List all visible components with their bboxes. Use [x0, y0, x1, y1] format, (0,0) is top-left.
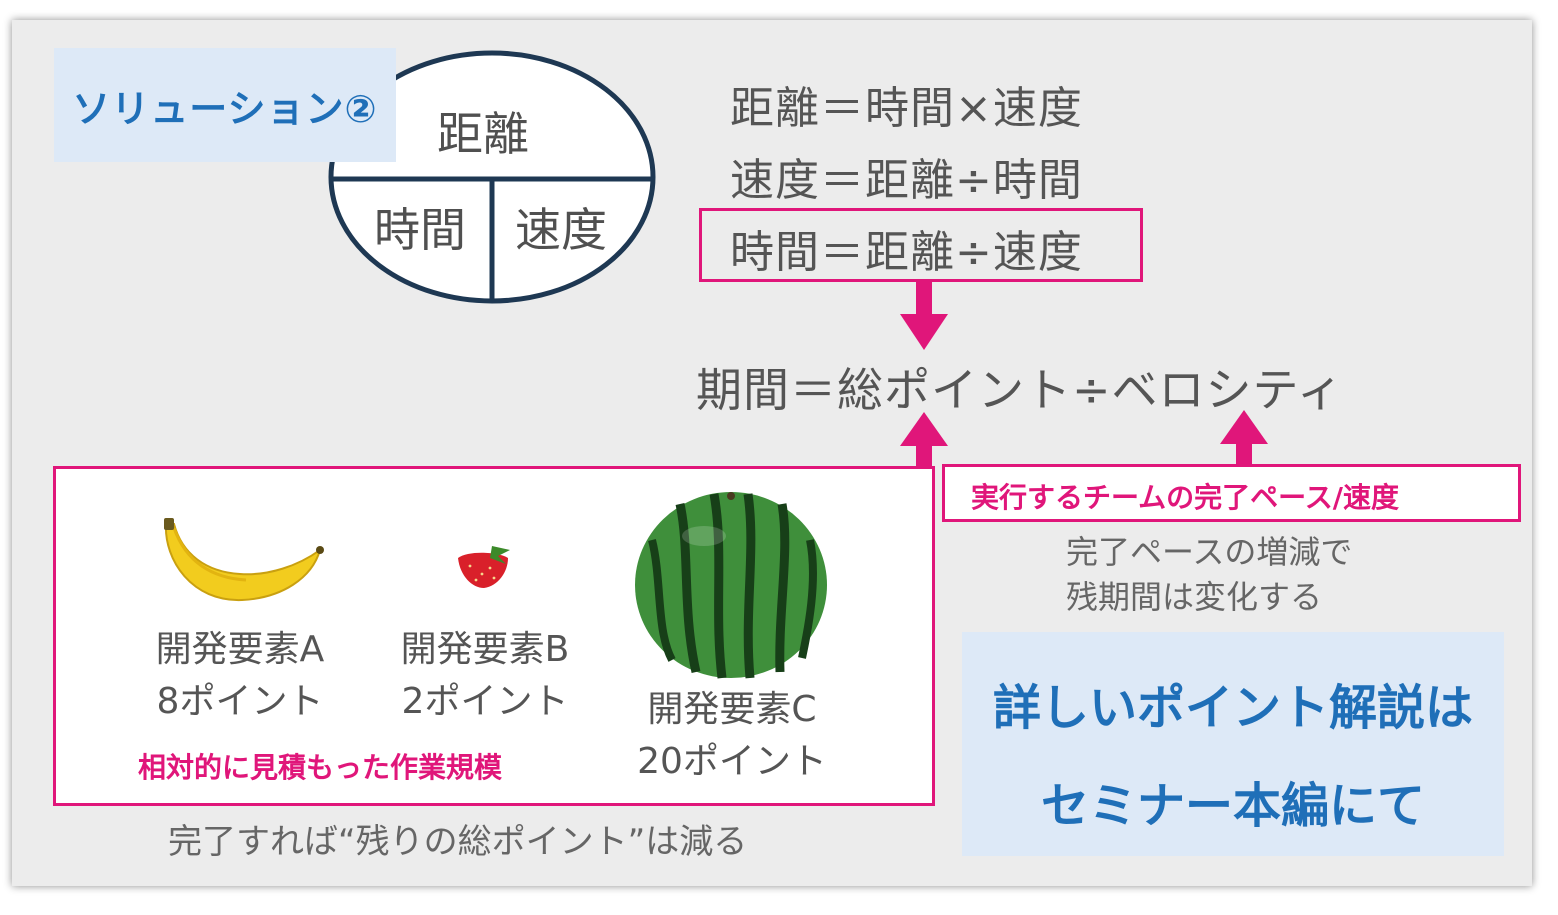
element-c: 開発要素C 20ポイント	[632, 684, 832, 788]
oval-speed-label: 速度	[515, 203, 607, 257]
watermelon-icon	[635, 492, 827, 679]
detail-line1: 詳しいポイント解説は	[992, 680, 1473, 736]
element-a-points: 8ポイント	[156, 681, 324, 722]
element-c-points: 20ポイント	[637, 741, 827, 782]
relative-estimate-note: 相対的に見積もった作業規模	[138, 751, 503, 784]
strawberry-icon	[458, 546, 510, 588]
period-formula: 期間＝総ポイント÷ベロシティ	[696, 363, 1344, 417]
solution-title-box: ソリューション②	[54, 48, 396, 162]
distance-time-speed-oval	[328, 50, 656, 304]
element-b-name: 開発要素B	[400, 629, 570, 670]
down-arrow-icon	[900, 280, 948, 350]
up-arrow-icon	[900, 412, 948, 468]
up-arrow-icon	[1220, 410, 1268, 466]
completion-note: 完了すれば“残りの総ポイント”は減る	[168, 822, 748, 862]
element-c-name: 開発要素C	[647, 689, 817, 730]
pace-label-box: 実行するチームの完了ペース/速度	[942, 464, 1521, 522]
pace-note-line2: 残期間は変化する	[1066, 578, 1323, 616]
element-a-name: 開発要素A	[155, 629, 325, 670]
formula-time: 時間＝距離÷速度	[730, 227, 1083, 278]
pace-label: 実行するチームの完了ペース/速度	[971, 481, 1399, 514]
element-a: 開発要素A 8ポイント	[150, 624, 330, 728]
oval-distance-label: 距離	[437, 107, 529, 161]
pace-note-line1: 完了ペースの増減で	[1066, 533, 1353, 571]
element-b: 開発要素B 2ポイント	[395, 624, 575, 728]
seminar-detail-box: 詳しいポイント解説は セミナー本編にて	[962, 632, 1504, 856]
element-b-points: 2ポイント	[401, 681, 569, 722]
detail-line2: セミナー本編にて	[1040, 778, 1425, 834]
formula-distance: 距離＝時間×速度	[730, 83, 1083, 134]
formula-speed: 速度＝距離÷時間	[730, 155, 1083, 206]
banana-icon	[164, 518, 324, 602]
oval-time-label: 時間	[374, 203, 466, 257]
solution-title: ソリューション②	[72, 87, 378, 131]
